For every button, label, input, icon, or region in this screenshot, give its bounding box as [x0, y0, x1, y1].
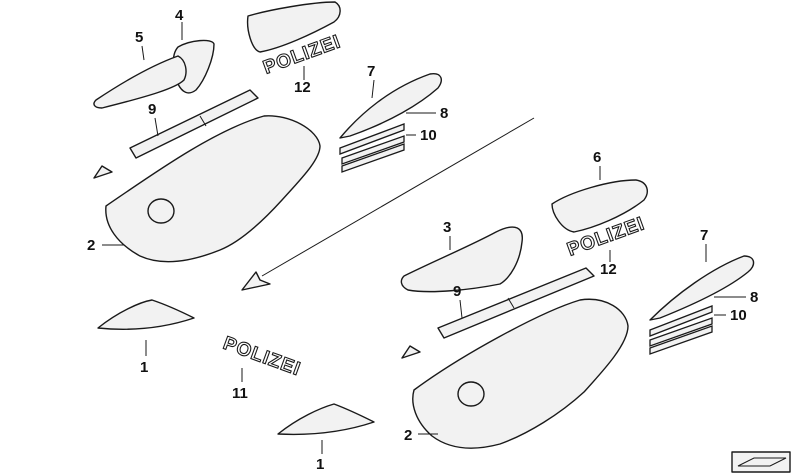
reference-symbol: [731, 451, 791, 473]
callout-2-bottom: 2: [404, 427, 412, 444]
part-10-stripe-bottom-a[interactable]: [649, 317, 713, 347]
callout-12-top: 12: [294, 79, 311, 96]
part-7-trim-bottom[interactable]: [649, 255, 755, 321]
callout-9-top: 9: [148, 101, 156, 118]
part-9-strip[interactable]: [129, 89, 259, 159]
part-9-strip-bottom[interactable]: [437, 267, 595, 339]
part-1-cover-left[interactable]: [97, 299, 195, 330]
callout-1-left: 1: [140, 359, 148, 376]
callout-8-bottom: 8: [750, 289, 758, 306]
part-2-cover-bottom[interactable]: [412, 298, 629, 449]
callout-9-bottom: 9: [453, 283, 461, 300]
callout-8-top: 8: [440, 105, 448, 122]
callout-10-top: 10: [420, 127, 437, 144]
leader-9-top: [154, 117, 159, 137]
callout-3-bottom: 3: [443, 219, 451, 236]
callout-7-bottom: 7: [700, 227, 708, 244]
part-3-trim[interactable]: [400, 226, 523, 293]
callout-4-top: 4: [175, 7, 184, 24]
callout-5-top: 5: [135, 29, 143, 46]
decal-polizei-loose: POLIZEI: [220, 333, 303, 380]
leader-5-top: [141, 45, 145, 61]
callout-6-bottom: 6: [593, 149, 601, 166]
clip-left[interactable]: [93, 165, 113, 179]
reference-symbol-mark: [737, 457, 787, 467]
part-2-hole: [147, 198, 175, 224]
part-9-divider: [199, 115, 207, 127]
callout-11: 11: [232, 385, 248, 402]
direction-arrowhead: [241, 271, 271, 291]
clip-bottom[interactable]: [401, 345, 421, 359]
part-7-trim[interactable]: [339, 73, 442, 139]
part-12-panel[interactable]: [246, 1, 341, 53]
callout-2-top: 2: [87, 237, 95, 254]
leader-7-top: [371, 79, 375, 99]
leader-9-bottom: [459, 299, 463, 319]
part-10-stripe-a[interactable]: [341, 135, 405, 165]
part-1-cover-bottom[interactable]: [277, 403, 375, 436]
part-10-stripe-b[interactable]: [341, 143, 405, 173]
callout-10-bottom: 10: [730, 307, 747, 324]
part-5-trim[interactable]: [93, 55, 187, 109]
callout-12-bottom: 12: [600, 261, 617, 278]
part-8-stripe-bottom[interactable]: [649, 305, 713, 337]
direction-line: [261, 117, 535, 277]
part-6-panel[interactable]: [551, 179, 648, 233]
callout-7-top: 7: [367, 63, 375, 80]
part-8-stripe[interactable]: [339, 123, 405, 155]
callout-1-bottom: 1: [316, 456, 324, 473]
part-2-cover[interactable]: [105, 115, 321, 263]
part-9-divider-bottom: [507, 297, 515, 309]
part-10-stripe-bottom-b[interactable]: [649, 325, 713, 355]
part-2-hole-bottom: [457, 381, 485, 407]
